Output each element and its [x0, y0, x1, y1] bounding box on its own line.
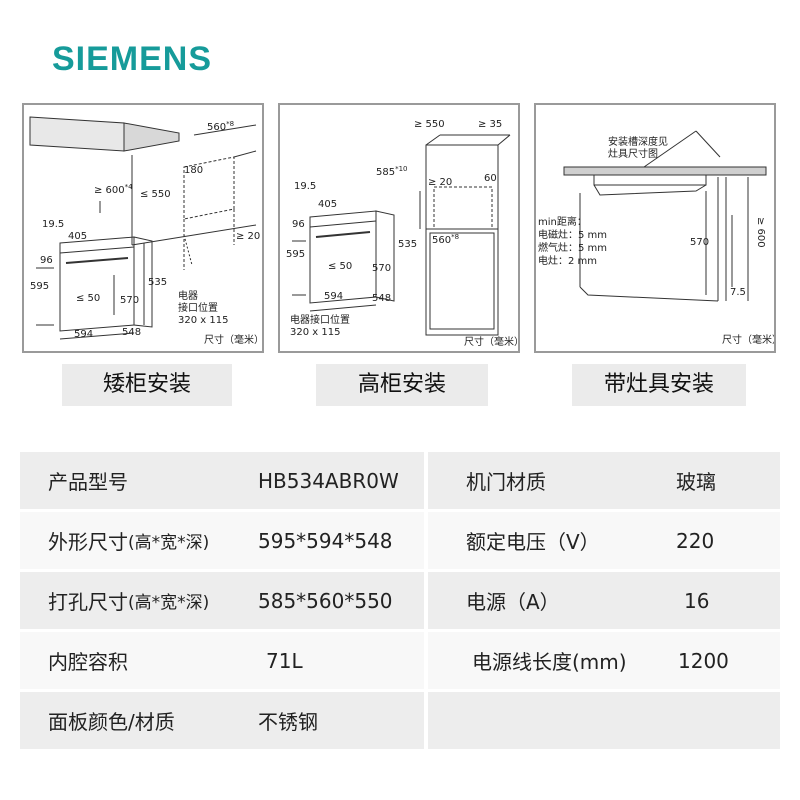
dim-535: 535	[148, 277, 167, 288]
dim-19-5: 19.5	[294, 181, 316, 192]
caption-low-cabinet: 矮柜安装	[62, 364, 232, 406]
dim-19-5: 19.5	[42, 219, 64, 230]
socket-size: 320 x 115	[178, 315, 228, 326]
dim-594: 594	[324, 291, 343, 302]
spec-value-right: 玻璃	[676, 470, 716, 494]
spec-value: 585*560*550	[258, 588, 393, 613]
dim-560: 560*8	[432, 233, 459, 246]
dim-594: 594	[74, 329, 93, 340]
spec-row: 打孔尺寸(高*宽*深) 585*560*550 电源（A） 16	[20, 572, 780, 629]
dim-548: 548	[372, 293, 391, 304]
min-line-gas: 燃气灶：5 mm	[538, 241, 607, 254]
spec-value-right: 1200	[678, 648, 729, 673]
spec-row: 内腔容积 71L 电源线长度(mm) 1200	[20, 632, 780, 689]
note-line-1: 安装槽深度见	[608, 135, 668, 148]
spec-row: 外形尺寸(高*宽*深) 595*594*548 额定电压（V） 220	[20, 512, 780, 569]
dim-595: 595	[286, 249, 305, 260]
dim-570: 570	[120, 295, 139, 306]
dim-548: 548	[122, 327, 141, 338]
dim-50: ≤ 50	[328, 261, 352, 272]
spec-key: 内腔容积	[48, 650, 128, 674]
spec-row: 面板颜色/材质 不锈钢	[20, 692, 780, 749]
spec-value-right: 220	[676, 528, 715, 553]
brand-logo: SIEMENS	[52, 40, 213, 78]
spec-key-right: 额定电压（V）	[466, 530, 600, 554]
spec-value-right: 16	[684, 588, 710, 613]
unit-label: 尺寸（毫米）	[464, 335, 518, 348]
dim-20: ≥ 20	[236, 231, 260, 242]
dim-35: ≥ 35	[478, 119, 502, 130]
socket-size: 320 x 115	[290, 327, 340, 338]
low-cabinet-drawing: 560*8 ≥ 600*4 ≤ 550 180 ≥ 20 19.5 405 96…	[29, 116, 262, 346]
dim-180: 180	[184, 165, 203, 176]
spec-value: HB534ABR0W	[258, 468, 399, 493]
hob-drawing: 安装槽深度见 灶具尺寸图 min距离： 电磁灶：5 mm 燃气灶：5 mm 电灶…	[538, 130, 774, 346]
dim-600: ≥ 600	[755, 217, 766, 248]
socket-label: 电器接口位置	[290, 313, 350, 326]
spec-table: 产品型号 HB534ABR0W 机门材质 玻璃 外形尺寸(高*宽*深) 595*…	[20, 452, 780, 752]
diagram-low-cabinet: 560*8 ≥ 600*4 ≤ 550 180 ≥ 20 19.5 405 96…	[22, 103, 264, 353]
dim-405: 405	[68, 231, 87, 242]
unit-label: 尺寸（毫米）	[722, 333, 774, 346]
niche-outline	[433, 186, 493, 230]
dim-550: ≤ 550	[140, 189, 171, 200]
spec-value: 71L	[266, 648, 303, 673]
dim-570: 570	[372, 263, 391, 274]
diagram-tall-cabinet: ≥ 550 ≥ 35 585*10 ≥ 20 60 560*8 19.5 405…	[278, 103, 520, 353]
caption-tall-cabinet: 高柜安装	[316, 364, 488, 406]
dim-550: ≥ 550	[414, 119, 445, 130]
min-line-induction: 电磁灶：5 mm	[538, 228, 607, 241]
spec-row: 产品型号 HB534ABR0W 机门材质 玻璃	[20, 452, 780, 509]
min-title: min距离：	[538, 215, 587, 228]
tall-cabinet-drawing: ≥ 550 ≥ 35 585*10 ≥ 20 60 560*8 19.5 405…	[286, 119, 518, 348]
spec-value: 595*594*548	[258, 528, 393, 553]
dim-96: 96	[40, 255, 53, 266]
dim-535: 535	[398, 239, 417, 250]
oven-front	[59, 236, 135, 332]
hob-body	[593, 174, 707, 186]
dim-560: 560*8	[207, 120, 234, 133]
dim-595: 595	[30, 281, 49, 292]
socket-label-1: 电器	[178, 289, 198, 302]
diagram-with-hob: 安装槽深度见 灶具尺寸图 min距离： 电磁灶：5 mm 燃气灶：5 mm 电灶…	[534, 103, 776, 353]
dim-50: ≤ 50	[76, 293, 100, 304]
min-line-electric: 电灶：2 mm	[538, 254, 597, 267]
countertop-shape	[29, 116, 125, 152]
spec-value: 不锈钢	[258, 710, 318, 734]
spec-key-right: 电源线长度(mm)	[472, 650, 627, 674]
spec-key-right: 机门材质	[466, 470, 546, 494]
caption-with-hob: 带灶具安装	[572, 364, 746, 406]
oven-front	[309, 210, 377, 304]
dim-7-5: 7.5	[730, 287, 746, 298]
spec-key: 面板颜色/材质	[48, 710, 175, 734]
tall-lower-compartment	[429, 232, 495, 330]
dim-600: ≥ 600*4	[94, 183, 133, 196]
spec-key: 外形尺寸(高*宽*深)	[48, 530, 210, 554]
spec-key: 产品型号	[48, 470, 128, 494]
note-line-2: 灶具尺寸图	[608, 147, 658, 160]
socket-label-2: 接口位置	[178, 301, 218, 314]
dim-96: 96	[292, 219, 305, 230]
dim-585: 585*10	[376, 165, 408, 178]
countertop-shape	[563, 166, 767, 176]
unit-label: 尺寸（毫米）	[204, 333, 262, 346]
dim-20: ≥ 20	[428, 177, 452, 188]
dim-60: 60	[484, 173, 497, 184]
dim-570: 570	[690, 237, 709, 248]
tall-cabinet-outline	[425, 144, 499, 336]
spec-key: 打孔尺寸(高*宽*深)	[48, 590, 210, 614]
spec-key-right: 电源（A）	[466, 590, 560, 614]
dim-405: 405	[318, 199, 337, 210]
